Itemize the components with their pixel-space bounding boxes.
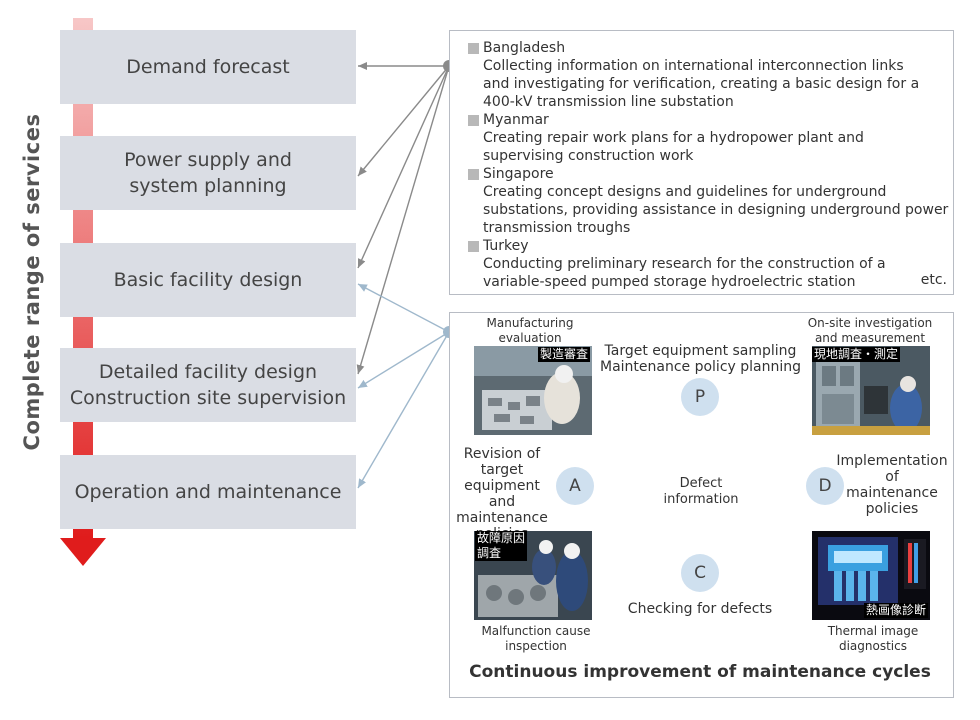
d-caption: Implementation of maintenance policies: [836, 453, 948, 517]
photo-thermal-image: 熱画像診断: [812, 531, 930, 620]
stage-label: Basic facility design: [113, 269, 303, 291]
cycle-footer-title: Continuous improvement of maintenance cy…: [469, 662, 931, 682]
bullet-square-icon: [468, 114, 479, 126]
photo-tag: 製造審査: [537, 347, 590, 362]
c-caption: Checking for defects: [627, 601, 773, 617]
stage-label: Detailed facility design Construction si…: [69, 361, 347, 409]
project-myanmar: Myanmar Creating repair work plans for a…: [468, 111, 864, 165]
stage-label: Operation and maintenance: [74, 481, 342, 503]
stage-demand-forecast: Demand forecast: [60, 30, 356, 104]
project-turkey: Turkey Conducting preliminary research f…: [468, 237, 886, 291]
photo-caption-manufacturing: Manufacturing evaluation: [486, 316, 574, 345]
country-name: Bangladesh: [483, 40, 566, 56]
project-singapore: Singapore Creating concept designs and g…: [468, 165, 948, 237]
stage-label: Power supply and system planning: [124, 149, 292, 197]
bullet-square-icon: [468, 168, 479, 180]
stage-label: Demand forecast: [126, 56, 290, 78]
project-description: Creating repair work plans for a hydropo…: [483, 130, 864, 164]
stage-power-supply-planning: Power supply and system planning: [60, 136, 356, 210]
node-d: D: [806, 467, 844, 505]
bullet-square-icon: [468, 240, 479, 252]
country-name: Myanmar: [483, 112, 549, 128]
photo-tag: 現地調査・測定: [812, 347, 901, 362]
stage-operation-maintenance: Operation and maintenance: [60, 455, 356, 529]
photo-malfunction-inspection: 故障原因 調査: [474, 531, 592, 620]
stage-detailed-facility-design: Detailed facility design Construction si…: [60, 348, 356, 422]
photo-tag: 熱画像診断: [863, 603, 928, 618]
projects-box: Bangladesh Collecting information on int…: [449, 30, 954, 295]
node-c: C: [681, 554, 719, 592]
photo-caption-malfunction: Malfunction cause inspection: [481, 624, 591, 653]
photo-caption-onsite: On-site investigation and measurement: [807, 316, 933, 345]
project-description: Collecting information on international …: [483, 58, 920, 110]
etc-label: etc.: [920, 272, 947, 288]
blue-connectors: [357, 283, 450, 489]
project-description: Creating concept designs and guidelines …: [483, 184, 949, 236]
photo-onsite-investigation: 現地調査・測定: [812, 346, 930, 435]
p-caption: Target equipment sampling Maintenance po…: [599, 343, 802, 375]
stage-basic-facility-design: Basic facility design: [60, 243, 356, 317]
a-caption: Revision of target equipment and mainten…: [456, 446, 548, 542]
down-arrow-icon: [60, 538, 106, 566]
node-p: P: [681, 378, 719, 416]
photo-caption-thermal: Thermal image diagnostics: [827, 624, 919, 653]
project-bangladesh: Bangladesh Collecting information on int…: [468, 39, 919, 111]
gray-connectors: [356, 62, 450, 375]
project-description: Conducting preliminary research for the …: [483, 256, 886, 290]
side-label: Complete range of services: [20, 113, 44, 451]
country-name: Singapore: [483, 166, 554, 182]
photo-manufacturing-evaluation: 製造審査: [474, 346, 592, 435]
defect-information-label: Defect information: [663, 476, 739, 507]
photo-tag: 故障原因 調査: [475, 531, 528, 561]
country-name: Turkey: [483, 238, 529, 254]
node-a: A: [556, 467, 594, 505]
bullet-square-icon: [468, 42, 479, 54]
